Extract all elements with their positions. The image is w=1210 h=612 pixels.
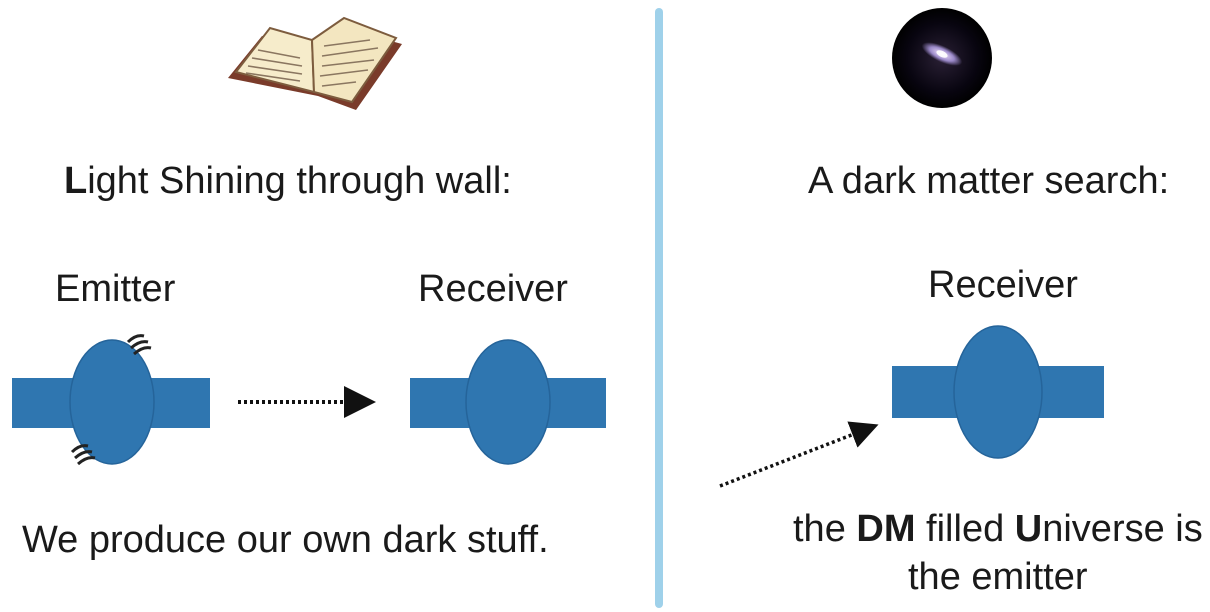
left-receiver-label: Receiver: [418, 268, 568, 310]
universe-arrow: [719, 421, 879, 488]
caption-rest: niverse is: [1042, 508, 1203, 550]
caption-the: the: [793, 508, 857, 550]
left-title-initial: L: [64, 160, 88, 202]
right-title: A dark matter search:: [808, 160, 1170, 202]
right-caption-line1: the DM filled Universe is: [793, 510, 1203, 548]
left-title-rest: ight Shining through wall:: [87, 160, 512, 202]
emitter-cavity: [12, 339, 210, 465]
divider-line: [655, 8, 663, 608]
caption-u: U: [1014, 508, 1043, 550]
emitter-label: Emitter: [55, 268, 176, 310]
caption-filled: filled: [915, 508, 1015, 550]
left-receiver-cavity: [410, 339, 606, 465]
caption-dm: DM: [856, 508, 916, 550]
right-receiver-cavity: [892, 325, 1104, 459]
open-book-icon: [228, 16, 402, 110]
right-caption-line2: the emitter: [908, 556, 1088, 598]
emission-marks: [70, 334, 152, 466]
galaxy-icon: [892, 8, 992, 108]
left-title: Light Shining through wall:: [64, 162, 512, 200]
right-receiver-label: Receiver: [928, 264, 1078, 306]
left-caption: We produce our own dark stuff.: [22, 519, 549, 561]
